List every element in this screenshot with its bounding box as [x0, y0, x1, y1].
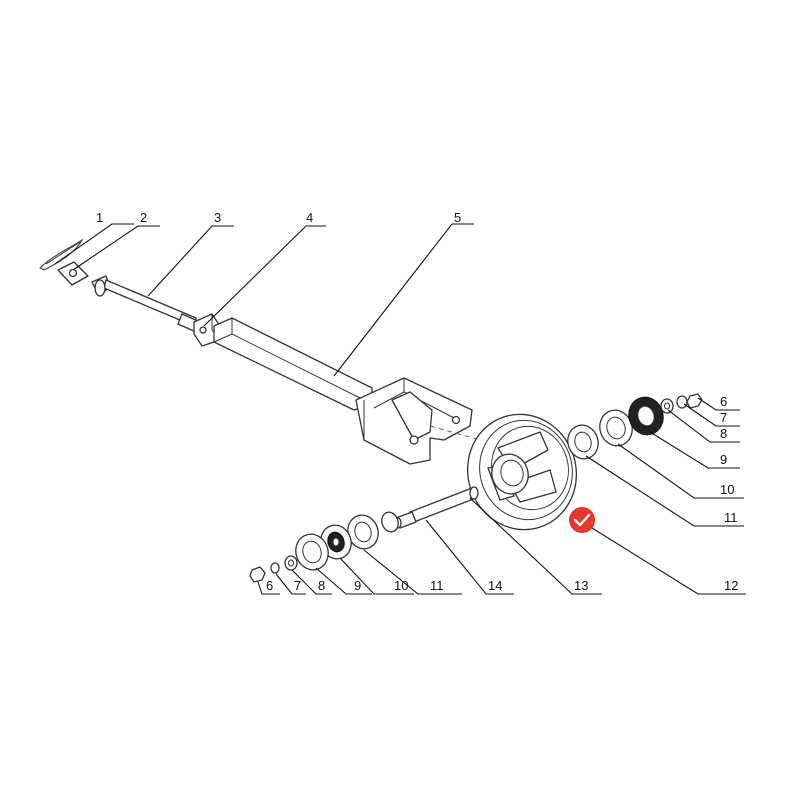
part-axle-shaft	[394, 486, 479, 529]
part-nut-6-right	[686, 393, 703, 409]
callout-9-right: 9	[720, 452, 727, 467]
part-lockwasher-7-left	[284, 555, 298, 571]
part-bearing-11-right	[567, 424, 599, 460]
callout-10-left: 10	[394, 578, 408, 593]
part-washer-8-right	[660, 398, 674, 414]
callout-7-left: 7	[294, 578, 301, 593]
callout-11-left: 11	[430, 578, 444, 593]
selection-marker	[569, 507, 595, 533]
callout-12: 12	[724, 578, 738, 593]
callout-1: 1	[96, 210, 103, 225]
part-threaded-rod	[91, 275, 201, 333]
part-pulley-wheel	[466, 413, 578, 531]
callout-9-left: 9	[354, 578, 361, 593]
callout-13: 13	[574, 578, 588, 593]
part-bearing-11-left	[381, 511, 399, 533]
callouts: 1 2 3 4 5 6 7 8 9 10 11 12 13 14 6 7	[54, 210, 746, 595]
callout-5: 5	[454, 210, 461, 225]
callout-3: 3	[214, 210, 221, 225]
part-nut-6-left	[249, 566, 266, 583]
callout-7-right: 7	[720, 410, 727, 425]
callout-6-right: 6	[720, 394, 727, 409]
callout-10-right: 10	[720, 482, 734, 497]
callout-6-left: 6	[266, 578, 273, 593]
callout-4: 4	[306, 210, 313, 225]
callout-14: 14	[488, 578, 502, 593]
check-icon	[573, 513, 591, 527]
part-lockwasher-7-right	[676, 395, 688, 409]
part-frame-arm	[213, 317, 481, 465]
callout-8-left: 8	[318, 578, 325, 593]
part-cotter-pin	[39, 238, 84, 271]
part-washer-small-left	[270, 562, 280, 574]
callout-11-right: 11	[724, 510, 738, 525]
callout-2: 2	[140, 210, 147, 225]
part-plate-washer	[57, 261, 89, 286]
callout-8-right: 8	[720, 426, 727, 441]
